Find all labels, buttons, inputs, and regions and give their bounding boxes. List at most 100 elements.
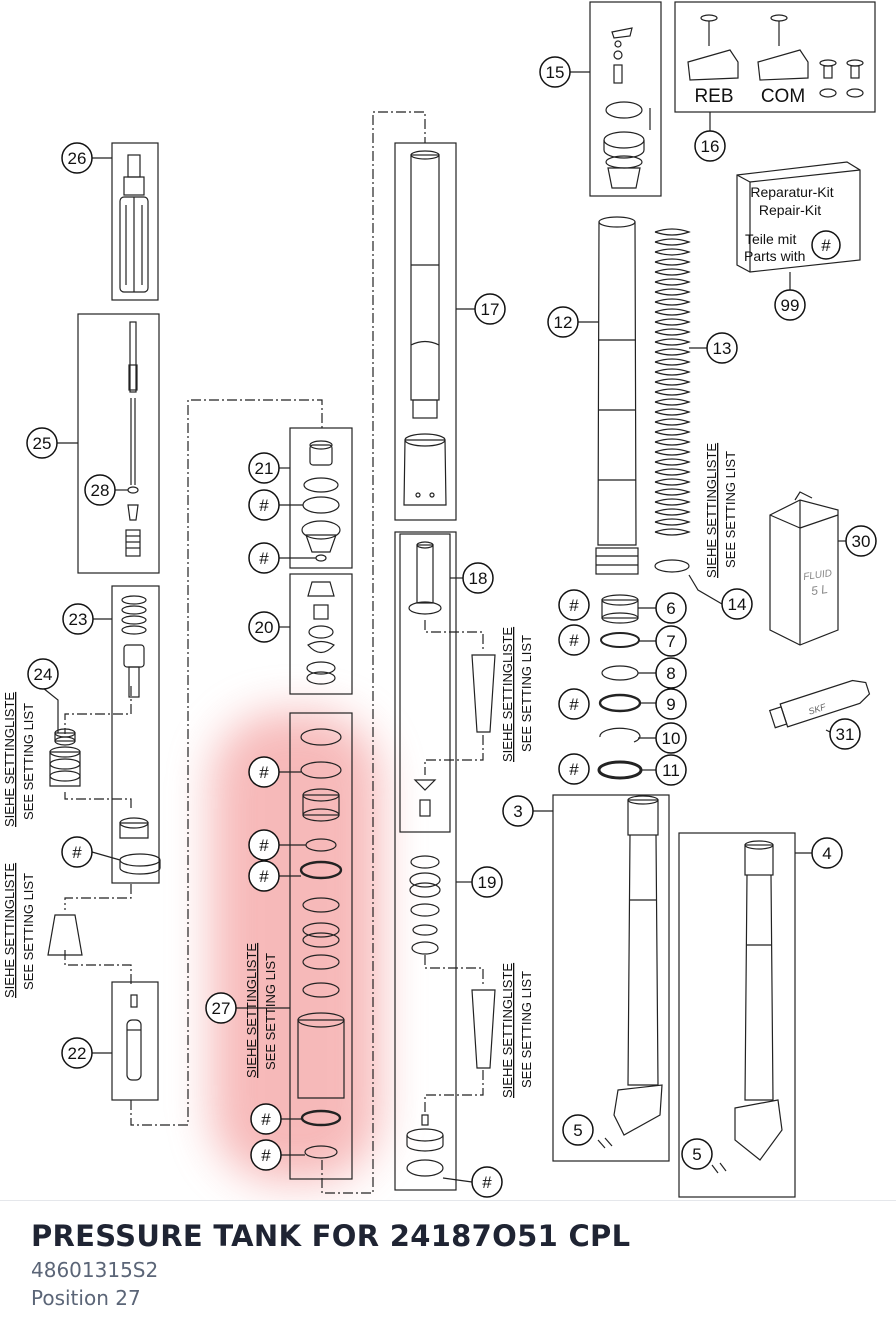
com-label: COM bbox=[761, 86, 805, 107]
callout-hash-23[interactable]: # bbox=[61, 836, 93, 868]
callout-10[interactable]: 10 bbox=[655, 722, 687, 754]
callout-11[interactable]: 11 bbox=[655, 754, 687, 786]
part-12-drawing bbox=[595, 216, 639, 575]
part-30-fluid-can bbox=[769, 491, 839, 646]
svg-text:#: # bbox=[259, 496, 269, 515]
parts-with-de: Teile mit bbox=[745, 231, 796, 247]
callout-19[interactable]: 19 bbox=[471, 866, 503, 898]
callout-25[interactable]: 25 bbox=[26, 427, 58, 459]
frame-21 bbox=[289, 427, 353, 569]
callout-15[interactable]: 15 bbox=[539, 56, 571, 88]
callout-28[interactable]: 28 bbox=[84, 474, 116, 506]
svg-text:18: 18 bbox=[469, 569, 488, 588]
callout-hash-7[interactable]: # bbox=[558, 624, 590, 656]
callout-hash-27e[interactable]: # bbox=[250, 1139, 282, 1171]
part-22-drawing bbox=[126, 994, 142, 1081]
callout-14[interactable]: 14 bbox=[721, 588, 753, 620]
parts-6-11-drawing bbox=[597, 594, 643, 780]
repair-kit-de: Reparatur-Kit bbox=[750, 184, 833, 200]
part-cone-left bbox=[47, 914, 83, 956]
callout-26[interactable]: 26 bbox=[61, 142, 93, 174]
callout-hash-21b[interactable]: # bbox=[248, 542, 280, 574]
callout-hash-27c[interactable]: # bbox=[248, 860, 280, 892]
frame-20 bbox=[289, 573, 353, 695]
callout-7[interactable]: 7 bbox=[655, 625, 687, 657]
callout-hash-11[interactable]: # bbox=[558, 753, 590, 785]
svg-text:8: 8 bbox=[666, 664, 675, 683]
frame-17 bbox=[394, 142, 457, 521]
svg-text:27: 27 bbox=[212, 999, 231, 1018]
part-number: 48601315S2 bbox=[31, 1258, 159, 1282]
callout-hash-27b[interactable]: # bbox=[248, 829, 280, 861]
frame-4 bbox=[678, 832, 796, 1198]
callout-20[interactable]: 20 bbox=[248, 611, 280, 643]
svg-text:28: 28 bbox=[91, 481, 110, 500]
callout-hash-27a[interactable]: # bbox=[248, 756, 280, 788]
setting-label-en: SEE SETTING LIST bbox=[519, 635, 534, 752]
part-position: Position 27 bbox=[31, 1286, 141, 1310]
svg-text:19: 19 bbox=[478, 873, 497, 892]
frame-22 bbox=[111, 981, 159, 1101]
setting-label-de: SIEHE SETTINGLISTE bbox=[2, 692, 17, 827]
part-31-tube bbox=[768, 679, 871, 729]
callout-hash-99[interactable]: # bbox=[811, 230, 841, 260]
callout-27[interactable]: 27 bbox=[205, 992, 237, 1024]
callout-3[interactable]: 3 bbox=[502, 795, 534, 827]
part-24-drawing bbox=[49, 728, 81, 787]
callout-17[interactable]: 17 bbox=[474, 293, 506, 325]
callout-hash-27d[interactable]: # bbox=[250, 1103, 282, 1135]
svg-text:4: 4 bbox=[822, 844, 831, 863]
callout-22[interactable]: 22 bbox=[61, 1037, 93, 1069]
setting-list-labels: SIEHE SETTINGLISTE SEE SETTING LIST SIEH… bbox=[2, 443, 738, 1098]
callout-hash-21a[interactable]: # bbox=[248, 489, 280, 521]
callout-8[interactable]: 8 bbox=[655, 657, 687, 689]
setting-label-de: SIEHE SETTINGLISTE bbox=[2, 863, 17, 998]
callout-16[interactable]: 16 bbox=[694, 130, 726, 162]
svg-text:99: 99 bbox=[781, 296, 800, 315]
callout-24[interactable]: 24 bbox=[27, 658, 59, 690]
svg-text:#: # bbox=[569, 695, 579, 714]
part-23-drawing bbox=[119, 595, 161, 875]
svg-text:5: 5 bbox=[692, 1145, 701, 1164]
callout-hash-9[interactable]: # bbox=[558, 688, 590, 720]
part-19-drawing bbox=[406, 855, 496, 1177]
svg-text:#: # bbox=[259, 763, 269, 782]
callout-9[interactable]: 9 bbox=[655, 688, 687, 720]
svg-text:15: 15 bbox=[546, 63, 565, 82]
svg-text:16: 16 bbox=[701, 137, 720, 156]
svg-text:3: 3 bbox=[513, 802, 522, 821]
svg-text:13: 13 bbox=[713, 339, 732, 358]
svg-text:5: 5 bbox=[573, 1121, 582, 1140]
frame-16 bbox=[674, 1, 876, 113]
part-27-drawing[interactable] bbox=[297, 728, 345, 1159]
callout-5a[interactable]: 5 bbox=[562, 1114, 594, 1146]
frame-27[interactable] bbox=[289, 712, 353, 1180]
setting-label-de: SIEHE SETTINGLISTE bbox=[244, 943, 259, 1078]
callout-6[interactable]: 6 bbox=[655, 592, 687, 624]
position-27-highlight[interactable] bbox=[212, 712, 380, 1182]
svg-text:#: # bbox=[259, 836, 269, 855]
part-15-drawing bbox=[603, 27, 651, 189]
frame-15 bbox=[589, 1, 662, 197]
callout-21[interactable]: 21 bbox=[248, 452, 280, 484]
svg-text:10: 10 bbox=[662, 729, 681, 748]
callout-30[interactable]: 30 bbox=[845, 525, 877, 557]
callout-4[interactable]: 4 bbox=[811, 837, 843, 869]
callout-hash-6[interactable]: # bbox=[558, 589, 590, 621]
callout-99[interactable]: 99 bbox=[774, 289, 806, 321]
callout-12[interactable]: 12 bbox=[547, 306, 579, 338]
callout-13[interactable]: 13 bbox=[706, 332, 738, 364]
part-20-drawing bbox=[306, 581, 336, 685]
svg-text:7: 7 bbox=[666, 632, 675, 651]
part-4-drawing bbox=[711, 840, 783, 1174]
callout-23[interactable]: 23 bbox=[62, 603, 94, 635]
reb-label: REB bbox=[694, 86, 733, 107]
callout-5b[interactable]: 5 bbox=[681, 1138, 713, 1170]
callout-hash-19[interactable]: # bbox=[471, 1166, 503, 1198]
callout-18[interactable]: 18 bbox=[462, 562, 494, 594]
svg-text:#: # bbox=[72, 843, 82, 862]
part-18-drawing bbox=[408, 541, 496, 817]
callout-31[interactable]: 31 bbox=[829, 718, 861, 750]
setting-label-de: SIEHE SETTINGLISTE bbox=[500, 627, 515, 762]
svg-text:6: 6 bbox=[666, 599, 675, 618]
